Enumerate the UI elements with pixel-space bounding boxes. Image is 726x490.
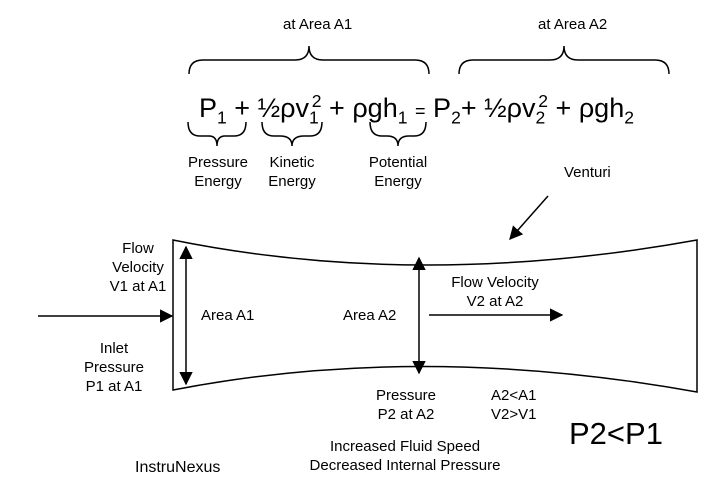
eq-plus-1: + — [234, 93, 251, 123]
potential-energy-line-1: Potential — [368, 154, 428, 171]
pressure-2-line-2: P2 at A2 — [377, 406, 435, 423]
kinetic-energy-line-2: Energy — [268, 173, 316, 190]
inlet-pressure-line-3: P1 at A1 — [85, 378, 143, 395]
potential-energy-label: Potential Energy — [358, 153, 438, 191]
pressure-2-label: Pressure P2 at A2 — [366, 386, 446, 424]
eq-v2-sup: 2 — [538, 91, 549, 111]
eq-v2-sub: 2 — [535, 107, 546, 128]
flow-velocity-2-line-1: Flow Velocity — [451, 274, 539, 291]
inlet-flow-velocity-line-1: Flow — [122, 240, 154, 257]
brand-label: InstruNexus — [135, 459, 221, 476]
brace-area-a1 — [188, 45, 430, 75]
summary-line-2: Decreased Internal Pressure — [309, 457, 501, 474]
flow-velocity-2-label: Flow Velocity V2 at A2 — [440, 273, 550, 311]
pressure-result: P2<P1 — [569, 416, 663, 451]
brace-area-a2 — [458, 45, 670, 75]
eq-p1: P — [199, 93, 218, 123]
pressure-energy-line-2: Energy — [194, 173, 242, 190]
venturi-pointer-arrow — [509, 195, 549, 241]
eq-plus-3: + — [555, 93, 572, 123]
eq-kinetic-1: ½ρv — [257, 93, 309, 123]
eq-v1-sup: 2 — [311, 91, 322, 111]
inlet-flow-velocity-line-3: V1 at A1 — [109, 278, 167, 295]
eq-kinetic-2: + ½ρv — [460, 93, 536, 123]
eq-p2: P — [433, 93, 452, 123]
kinetic-energy-label: Kinetic Energy — [257, 153, 327, 191]
flow-velocity-2-line-2: V2 at A2 — [466, 293, 524, 310]
venturi-tube — [172, 239, 698, 393]
inlet-pressure-line-2: Pressure — [83, 359, 145, 376]
eq-h2-sub: 2 — [624, 107, 634, 128]
eq-p2-sub: 2 — [451, 107, 461, 128]
bernoulli-equation: P1 + ½ρv12 + ρgh1 = P2+ ½ρv22 + ρgh2 — [199, 86, 634, 132]
inlet-flow-velocity-line-2: Velocity — [112, 259, 164, 276]
eq-equals: = — [415, 101, 426, 121]
inlet-flow-velocity-label: Flow Velocity V1 at A1 — [98, 239, 178, 296]
potential-energy-line-2: Energy — [374, 173, 422, 190]
area-a2-label: Area A2 — [343, 307, 397, 324]
summary-label: Increased Fluid Speed Decreased Internal… — [280, 437, 530, 475]
kinetic-energy-line-1: Kinetic — [269, 154, 315, 171]
summary-line-1: Increased Fluid Speed — [329, 438, 481, 455]
eq-h1-sub: 1 — [397, 107, 408, 128]
inlet-pressure-line-1: Inlet — [99, 340, 129, 357]
eq-p1-sub: 1 — [217, 107, 227, 128]
brace-potential-energy — [369, 121, 427, 147]
brace-kinetic-energy — [261, 121, 323, 147]
area-a2-header: at Area A2 — [538, 16, 608, 33]
area-a1-header: at Area A1 — [283, 16, 353, 33]
pressure-energy-line-1: Pressure — [187, 154, 249, 171]
inlet-pressure-label: Inlet Pressure P1 at A1 — [74, 339, 154, 396]
relation-velocity: V2>V1 — [491, 406, 537, 423]
eq-potential-1: ρgh — [352, 93, 398, 123]
eq-plus-2: + — [329, 93, 345, 123]
venturi-label: Venturi — [564, 164, 611, 181]
area-a1-label: Area A1 — [201, 307, 255, 324]
brace-pressure-energy — [187, 121, 247, 147]
relation-area: A2<A1 — [491, 387, 537, 404]
pressure-energy-label: Pressure Energy — [178, 153, 258, 191]
relations-label: A2<A1 V2>V1 — [491, 386, 536, 424]
eq-potential-2: ρgh — [578, 93, 625, 123]
eq-v1-sub: 1 — [308, 107, 319, 128]
pressure-2-line-1: Pressure — [375, 387, 437, 404]
